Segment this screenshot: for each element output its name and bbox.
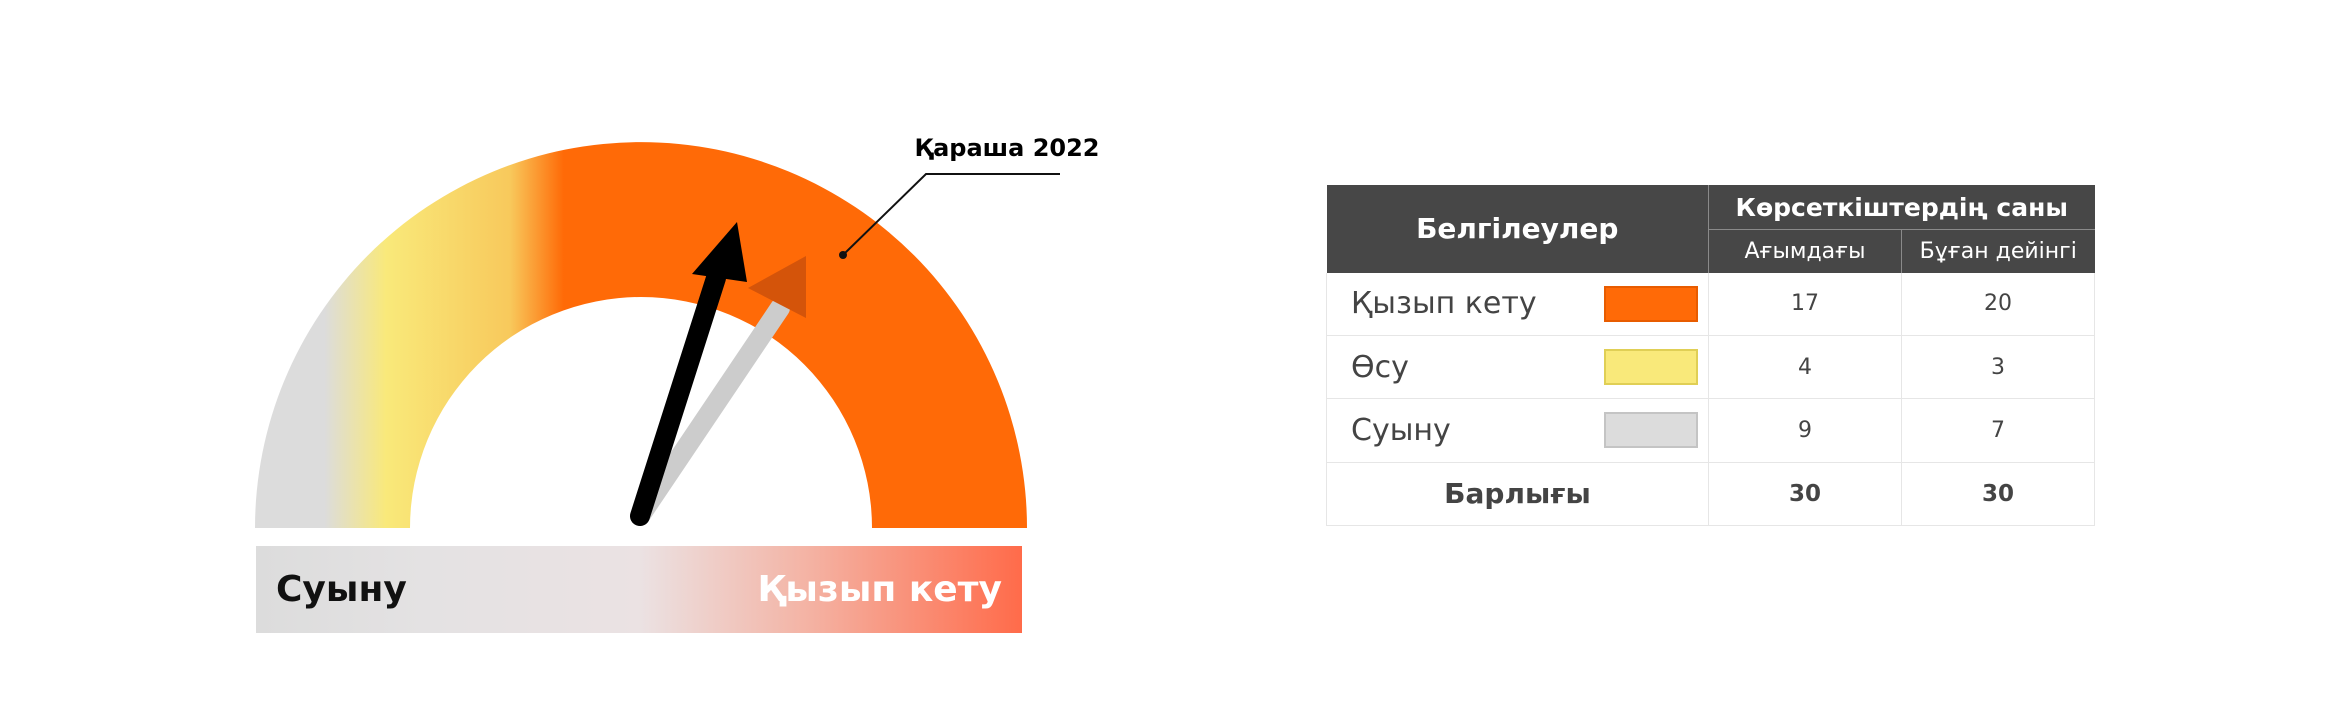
color-swatch	[1604, 285, 1698, 322]
table-row: Суыну 9 7	[1326, 398, 2096, 463]
row-label: Өсу	[1351, 349, 1409, 385]
total-label: Барлығы	[1326, 462, 1709, 527]
color-swatch	[1604, 412, 1698, 449]
col-current-header: Ағымдағы	[1708, 229, 1902, 273]
current-value: 17	[1708, 272, 1902, 336]
col-previous-header: Бұған дейінгі	[1901, 229, 2095, 273]
current-value: 4	[1708, 335, 1902, 400]
scale-right-label: Қызып кету	[757, 569, 1002, 610]
scale-bar: Суыну Қызып кету	[256, 546, 1022, 633]
row-label: Қызып кету	[1351, 286, 1537, 322]
gauge-arc	[255, 142, 1027, 528]
legend-table: Белгілеулер Көрсеткіштердің саны Ағымдағ…	[1326, 185, 2096, 527]
annotation-label: Қараша 2022	[914, 134, 1099, 162]
table-row: Қызып кету 17 20	[1326, 272, 2096, 336]
gauge-chart: Қараша 2022	[255, 134, 1100, 528]
total-row: Барлығы 30 30	[1326, 462, 2096, 527]
current-value: 9	[1708, 398, 1902, 463]
total-previous: 30	[1901, 462, 2096, 527]
table-row: Өсу 4 3	[1326, 335, 2096, 400]
total-current: 30	[1708, 462, 1902, 527]
annotation-leader	[839, 173, 1060, 259]
color-swatch	[1604, 349, 1698, 386]
previous-value: 20	[1901, 272, 2096, 336]
previous-value: 3	[1901, 335, 2096, 400]
scale-left-label: Суыну	[276, 569, 407, 610]
previous-needle	[630, 256, 806, 526]
current-needle	[630, 222, 747, 526]
previous-value: 7	[1901, 398, 2096, 463]
group-header: Көрсеткіштердің саны	[1708, 185, 2095, 231]
legend-header: Белгілеулер	[1326, 185, 1709, 273]
row-label: Суыну	[1351, 412, 1451, 448]
